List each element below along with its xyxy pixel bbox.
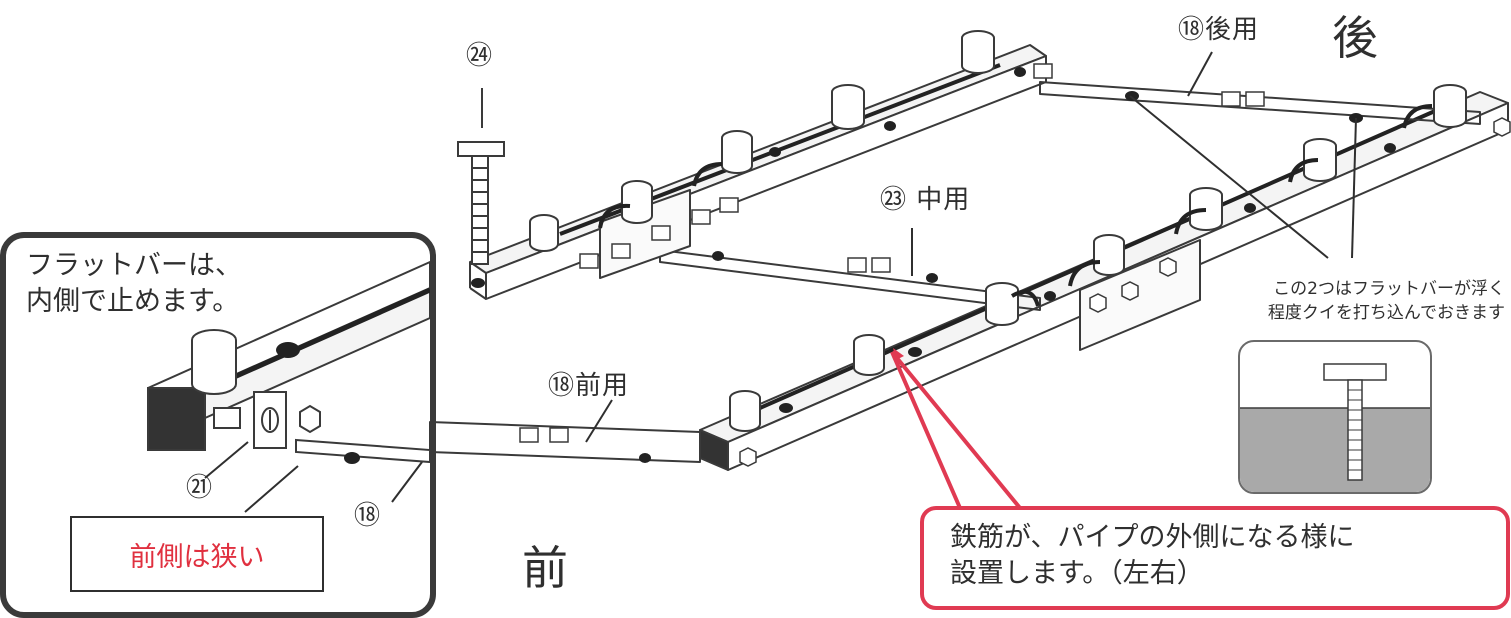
rebar-hooks xyxy=(598,104,1433,307)
part-24-label: ㉔ xyxy=(466,41,494,71)
bolts xyxy=(519,63,1511,467)
bolt-holes xyxy=(471,67,1396,463)
leader-lines xyxy=(204,51,1357,513)
inset-line-1: フラットバーは、 xyxy=(26,250,242,281)
callout-pointer xyxy=(890,350,1022,510)
part-18-label: ⑱ xyxy=(354,501,382,531)
stake-soil-illustration xyxy=(1240,363,1430,492)
part-23-mid-label: ㉓ 中用 xyxy=(880,185,971,215)
part-18-front-label: ⑱前用 xyxy=(548,371,630,401)
pipe-posts xyxy=(529,30,1467,432)
left-long-beam xyxy=(469,44,1047,300)
stake-part-24 xyxy=(457,88,505,265)
stake-soil-inset xyxy=(1238,340,1432,494)
stake-note-line-2: 程度クイを打ち込んでおきます xyxy=(1267,303,1505,323)
stake-note-line-1: この2つはフラットバーが浮く xyxy=(1273,279,1505,299)
front-narrow-box: 前側は狭い xyxy=(70,516,324,592)
callout-line-2: 設置します。（左右） xyxy=(950,558,1204,590)
rear-label: 後 xyxy=(1332,11,1378,65)
rear-flat-bar xyxy=(1039,81,1481,125)
rebar-callout: 鉄筋が、パイプの外側になる様に 設置します。（左右） xyxy=(920,506,1510,610)
stake-head xyxy=(1323,363,1387,381)
middle-flat-bar xyxy=(659,249,1041,311)
inset-line-2: 内側で止めます。 xyxy=(26,286,240,317)
note-pointer xyxy=(893,348,904,360)
callout-line-1: 鉄筋が、パイプの外側になる様に xyxy=(950,522,1355,553)
part-18-rear-label: ⑱後用 xyxy=(1178,15,1260,45)
part-21-label: ㉑ xyxy=(186,473,214,503)
soil-layer xyxy=(1240,408,1430,492)
front-label: 前 xyxy=(522,541,568,595)
